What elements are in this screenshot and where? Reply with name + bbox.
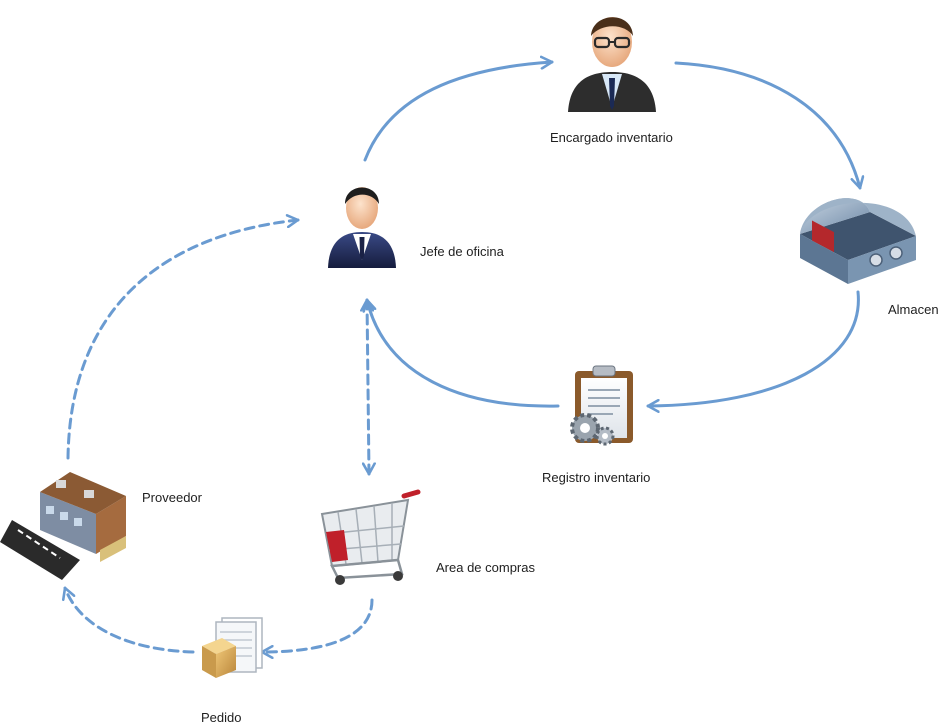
shopping-cart-icon — [320, 489, 421, 585]
business-man-suit-icon — [328, 187, 396, 268]
label-encargado-inventario: Encargado inventario — [550, 130, 673, 145]
label-almacen: Almacen — [888, 302, 939, 317]
warehouse-icon — [800, 198, 916, 284]
edge-registro-to-jefe — [367, 298, 560, 408]
edge-almacen-to-registro — [646, 290, 860, 406]
edge-proveedor-to-jefe — [66, 220, 300, 460]
edge-pedido-to-proveedor — [65, 586, 195, 654]
supplier-building-icon — [0, 472, 126, 580]
label-area-de-compras: Area de compras — [436, 560, 535, 575]
edge-encargado-to-almacen — [674, 61, 860, 190]
label-pedido: Pedido — [201, 710, 242, 725]
business-man-glasses-icon — [568, 17, 656, 112]
edge-jefe-compras — [367, 298, 369, 476]
label-proveedor: Proveedor — [142, 490, 202, 505]
edge-compras-to-pedido — [260, 598, 374, 652]
label-jefe-de-oficina: Jefe de oficina — [420, 244, 504, 259]
order-box-document-icon — [202, 617, 263, 678]
edge-jefe-to-encargado — [363, 62, 554, 162]
clipboard-gear-icon — [570, 365, 633, 446]
label-registro-inventario: Registro inventario — [542, 470, 651, 485]
